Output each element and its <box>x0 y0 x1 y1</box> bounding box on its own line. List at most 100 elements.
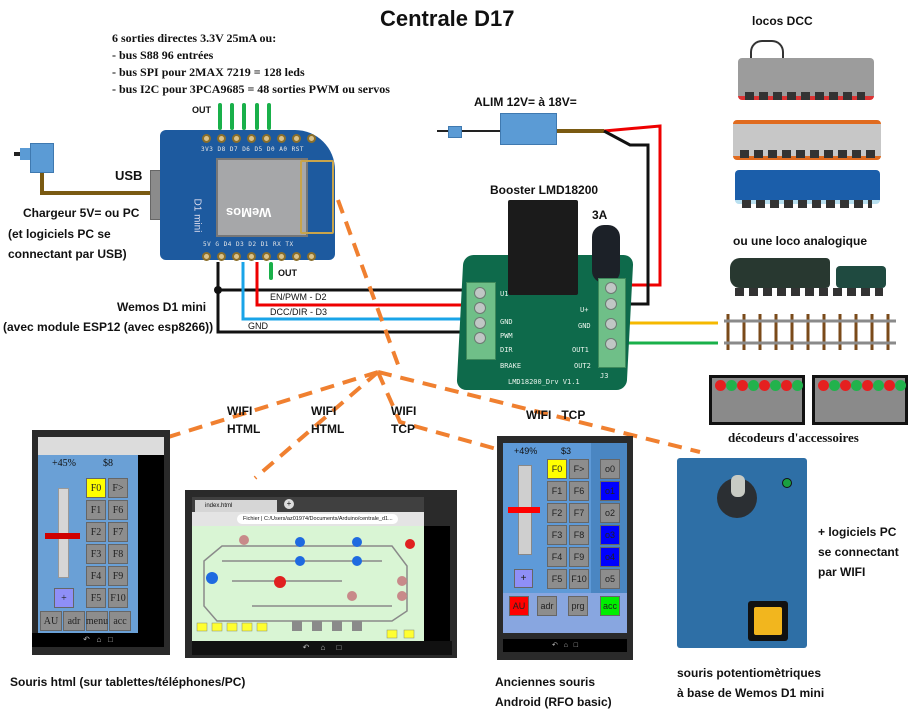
back-icon[interactable]: ↶ <box>302 643 310 652</box>
function-button-f5[interactable]: F5 <box>547 569 567 589</box>
chip-label: WeMos <box>226 205 272 220</box>
function-button-f4[interactable]: F4 <box>86 566 106 586</box>
booster-board-name: LMD18200_Drv V1.1 <box>508 378 580 386</box>
back-icon[interactable]: ↶ <box>83 635 90 644</box>
recent-apps-icon[interactable]: □ <box>573 642 579 649</box>
prg-button[interactable]: prg <box>568 596 588 616</box>
decoder-led <box>851 380 862 391</box>
function-button-f1[interactable]: F1 <box>86 500 106 520</box>
terminal-label: BRAKE <box>500 362 522 370</box>
function-button-f1[interactable]: F1 <box>547 481 567 501</box>
function-button-f8[interactable]: F8 <box>569 525 589 545</box>
alim-label: ALIM 12V= à 18V= <box>474 95 577 109</box>
pin-label: D0 <box>266 146 276 153</box>
pantograph-icon <box>750 40 784 60</box>
recent-apps-icon[interactable]: □ <box>336 643 342 652</box>
alim-black-wire <box>603 129 650 306</box>
output-button-o5[interactable]: o5 <box>600 569 620 589</box>
function-button-f8[interactable]: F8 <box>108 544 128 564</box>
function-button-f10[interactable]: F10 <box>108 588 128 608</box>
pin-label: D6 <box>242 146 251 153</box>
pwm-signal-label: EN/PWM - D2 <box>270 292 327 302</box>
home-icon[interactable]: ⌂ <box>563 642 568 649</box>
link-protocol: WIFI <box>227 404 253 418</box>
pin <box>292 252 301 261</box>
function-button-fnext[interactable]: F> <box>569 459 589 479</box>
junction-dot <box>214 286 222 294</box>
function-button-f0[interactable]: F0 <box>547 459 567 479</box>
menu-button[interactable]: menu <box>86 611 108 631</box>
function-button-f9[interactable]: F9 <box>569 547 589 567</box>
decoder-led <box>884 380 895 391</box>
push-button[interactable] <box>754 607 782 635</box>
alim-red-wire <box>603 124 662 287</box>
function-button-f7[interactable]: F7 <box>108 522 128 542</box>
address-bar[interactable]: Fichier | C:/Users/az01974/Documents/Ard… <box>237 514 398 524</box>
function-button-f10[interactable]: F10 <box>569 569 589 589</box>
terminal-label: OUT1 <box>572 346 589 354</box>
speed-slider-thumb[interactable] <box>45 533 80 540</box>
screw <box>605 318 617 330</box>
function-button-f6[interactable]: F6 <box>108 500 128 520</box>
acc-button[interactable]: acc <box>109 611 131 631</box>
wemos-name: Wemos D1 mini <box>117 300 207 314</box>
function-button-f2[interactable]: F2 <box>86 522 106 542</box>
output-button-o3[interactable]: o3 <box>600 525 620 545</box>
function-button-f2[interactable]: F2 <box>547 503 567 523</box>
plus-button[interactable]: + <box>514 569 533 588</box>
decoder-led <box>770 380 781 391</box>
function-button-f3[interactable]: F3 <box>547 525 567 545</box>
note-line: + logiciels PC <box>818 525 897 539</box>
terminal-label: OUT2 <box>574 362 591 370</box>
output-button-o2[interactable]: o2 <box>600 503 620 523</box>
speed-slider-track[interactable] <box>58 488 69 578</box>
caption-line: Anciennes souris <box>495 675 596 689</box>
adr-button[interactable]: adr <box>537 596 557 616</box>
output-button-o0[interactable]: o0 <box>600 459 620 479</box>
charger-note: connectant par USB) <box>8 247 127 261</box>
plus-button[interactable]: + <box>54 588 74 608</box>
home-icon[interactable]: ⌂ <box>96 635 102 644</box>
function-button-f9[interactable]: F9 <box>108 566 128 586</box>
home-icon[interactable]: ⌂ <box>320 643 326 652</box>
pin-label: 3V3 <box>201 146 214 153</box>
acc-button[interactable]: acc <box>600 596 620 616</box>
html-mice-caption: Souris html (sur tablettes/téléphones/PC… <box>10 675 246 689</box>
usb-label: USB <box>115 168 143 183</box>
function-button-fnext[interactable]: F> <box>108 478 128 498</box>
back-icon[interactable]: ↶ <box>551 642 558 649</box>
outputs-note-line: - bus SPI pour 2MAX 7219 = 128 leds <box>112 65 305 79</box>
decoder-led <box>840 380 851 391</box>
loco-wheels <box>740 150 876 158</box>
accessory-decoder <box>812 375 908 425</box>
function-button-f6[interactable]: F6 <box>569 481 589 501</box>
link-protocol: WIFI <box>311 404 337 418</box>
terminal-label: GND <box>578 322 591 330</box>
recent-apps-icon[interactable]: □ <box>108 635 113 644</box>
wemos-module: (avec module ESP12 (avec esp8266)) <box>3 320 214 334</box>
top-pin-row <box>202 134 316 143</box>
status-led <box>782 478 792 488</box>
au-button[interactable]: AU <box>509 596 529 616</box>
browser-tab[interactable]: index.html <box>195 500 277 512</box>
function-button-f4[interactable]: F4 <box>547 547 567 567</box>
pwm-wire <box>255 262 470 307</box>
function-button-f0[interactable]: F0 <box>86 478 106 498</box>
new-tab-icon[interactable]: + <box>284 499 294 509</box>
tablet-blank-area <box>424 526 450 641</box>
usb-cable <box>40 172 152 195</box>
speed-slider-thumb[interactable] <box>508 506 540 513</box>
pin-label: RX <box>273 241 282 248</box>
au-button[interactable]: AU <box>40 611 62 631</box>
adr-button[interactable]: adr <box>63 611 85 631</box>
function-button-f7[interactable]: F7 <box>569 503 589 523</box>
function-button-f3[interactable]: F3 <box>86 544 106 564</box>
output-button-o4[interactable]: o4 <box>600 547 620 567</box>
function-button-f5[interactable]: F5 <box>86 588 106 608</box>
outputs-note: 6 sorties directes 3.3V 25mA ou: - bus S… <box>112 30 390 98</box>
output-button-o1[interactable]: o1 <box>600 481 620 501</box>
screw <box>605 298 617 310</box>
gnd-signal-label: GND <box>248 321 268 331</box>
